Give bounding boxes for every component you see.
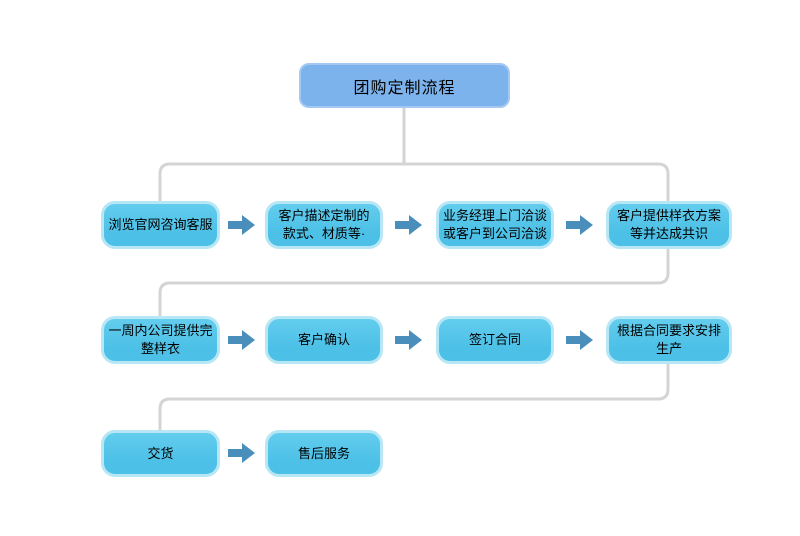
step-label: 客户描述定制的 款式、材质等· (278, 208, 370, 241)
step-provide-complete-sample: 一周内公司提供完 整样衣 (101, 316, 220, 364)
step-browse-website: 浏览官网咨询客服 (101, 201, 220, 249)
step-customer-confirm: 客户确认 (265, 316, 383, 364)
arrow-right-icon (228, 442, 256, 464)
step-sign-contract: 签订合同 (436, 316, 554, 364)
step-label: 交货 (147, 445, 174, 461)
step-label: 浏览官网咨询客服 (108, 217, 213, 233)
step-label: 客户确认 (297, 332, 350, 348)
step-sample-plan-consensus: 客户提供样衣方案 等并达成共识 (606, 201, 732, 249)
step-arrange-production: 根据合同要求安排 生产 (606, 316, 732, 364)
step-label: 根据合同要求安排 生产 (616, 323, 721, 356)
step-after-sales: 售后服务 (265, 430, 383, 477)
arrow-right-icon (395, 329, 423, 351)
connector-row1-to-row2 (158, 247, 670, 318)
step-manager-meeting: 业务经理上门洽谈 或客户到公司洽谈 (436, 201, 554, 249)
flow-title-label: 团购定制流程 (353, 79, 456, 97)
arrow-right-icon (395, 214, 423, 236)
step-label: 客户提供样衣方案 等并达成共识 (616, 208, 721, 241)
step-delivery: 交货 (101, 430, 220, 477)
step-label: 业务经理上门洽谈 或客户到公司洽谈 (443, 208, 548, 241)
step-label: 售后服务 (297, 445, 350, 461)
arrow-right-icon (566, 329, 594, 351)
connector-row2-to-row3 (158, 362, 670, 432)
arrow-right-icon (228, 329, 256, 351)
connector-bracket-row1 (158, 162, 670, 203)
step-describe-style: 客户描述定制的 款式、材质等· (265, 201, 383, 249)
step-label: 签订合同 (468, 332, 521, 348)
arrow-right-icon (566, 214, 594, 236)
step-label: 一周内公司提供完 整样衣 (108, 323, 213, 356)
arrow-right-icon (228, 214, 256, 236)
flow-title-node: 团购定制流程 (299, 63, 510, 108)
